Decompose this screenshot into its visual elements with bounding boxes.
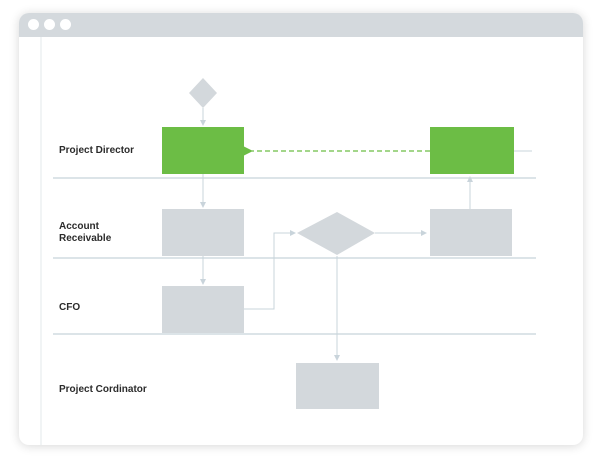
browser-window: Project Director Account Receivable CFO … (19, 13, 583, 445)
decision-diamond[interactable] (297, 212, 375, 255)
window-control-dot[interactable] (44, 19, 55, 30)
diagram-canvas: Project Director Account Receivable CFO … (19, 37, 583, 445)
lane-label-project-director: Project Director (59, 145, 135, 156)
window-control-dot[interactable] (60, 19, 71, 30)
task-f-box[interactable] (296, 363, 379, 409)
lane-label-cfo: CFO (59, 302, 81, 313)
task-e-box[interactable] (430, 127, 514, 174)
connector-task-c-to-decision (244, 230, 296, 310)
task-a-box[interactable] (162, 127, 244, 174)
lane-label-account-receivable: Account Receivable (59, 221, 112, 244)
task-d-box[interactable] (430, 209, 512, 256)
swimlane-diagram (40, 37, 536, 445)
task-b-box[interactable] (162, 209, 244, 256)
window-titlebar (19, 13, 583, 37)
lane-label-project-cordinator: Project Cordinator (59, 384, 147, 395)
start-diamond[interactable] (189, 78, 217, 108)
window-control-dot[interactable] (28, 19, 39, 30)
task-c-box[interactable] (162, 286, 244, 333)
